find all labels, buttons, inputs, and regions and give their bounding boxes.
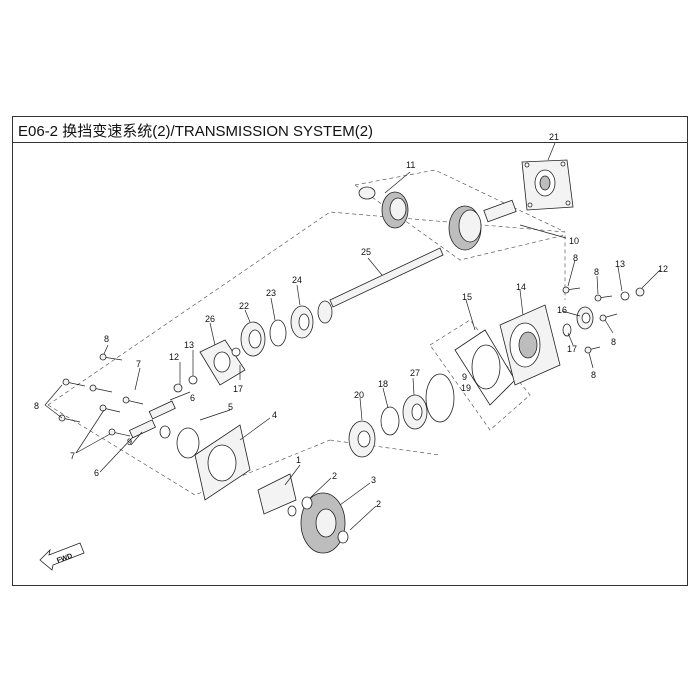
callout-13b: 13 [184, 340, 194, 350]
callout-8a: 8 [104, 334, 109, 344]
callout-9b: 9 [462, 372, 467, 382]
callout-2a: 2 [332, 471, 337, 481]
callout-11: 11 [406, 160, 415, 170]
callout-6b: 6 [94, 468, 99, 478]
callout-24: 24 [292, 275, 302, 285]
callout-8f: 8 [591, 370, 596, 380]
callout-6a: 6 [190, 393, 195, 403]
callout-7a: 7 [136, 359, 141, 369]
parts-right-fasteners [562, 286, 645, 354]
callout-12a: 12 [658, 264, 668, 274]
callout-16: 16 [557, 305, 567, 315]
callout-14: 14 [516, 282, 526, 292]
part-3-gear [300, 492, 349, 554]
callout-27: 27 [410, 368, 420, 378]
bearings-upper [240, 305, 314, 357]
callout-22: 22 [239, 301, 249, 311]
part-4-housing [176, 424, 251, 501]
callout-23: 23 [266, 288, 276, 298]
callout-15: 15 [462, 292, 472, 302]
callout-8d: 8 [594, 267, 599, 277]
callout-25: 25 [361, 247, 371, 257]
bearings-lower [348, 373, 455, 458]
callout-8e: 8 [611, 337, 616, 347]
callout-13a: 13 [615, 259, 625, 269]
callout-8c: 8 [573, 253, 578, 263]
part-21-flange [521, 159, 574, 211]
callout-1: 1 [296, 455, 301, 465]
callout-17b: 17 [233, 384, 243, 394]
part-1-shaft [257, 473, 297, 517]
callout-10: 10 [569, 236, 579, 246]
callout-5: 5 [228, 402, 233, 412]
callout-12b: 12 [169, 352, 179, 362]
diagram-frame [12, 116, 688, 586]
part-10-bevel-gear [448, 199, 517, 251]
title-bar: E06-2 换挡变速系统(2)/TRANSMISSION SYSTEM(2) [12, 116, 688, 143]
callout-9a: 9 [127, 437, 132, 447]
page-title: E06-2 换挡变速系统(2)/TRANSMISSION SYSTEM(2) [18, 123, 374, 140]
leader-lines [44, 142, 661, 531]
part-11-gear [358, 186, 409, 229]
callout-8b: 8 [34, 401, 39, 411]
callout-18: 18 [378, 379, 388, 389]
callout-17a: 17 [567, 344, 577, 354]
callout-3: 3 [371, 475, 376, 485]
callout-2b: 2 [376, 499, 381, 509]
part-25-shaft [317, 247, 444, 324]
fwd-arrow-icon: FWD [39, 542, 85, 571]
plates-6 [128, 400, 176, 439]
callout-4: 4 [272, 410, 277, 420]
callout-7b: 7 [70, 451, 75, 461]
bolts-left [58, 353, 198, 437]
part-15-gasket [454, 329, 516, 406]
callout-numbers: 1 2 2 3 4 5 6 6 7 7 8 8 8 8 8 8 9 9 10 1… [34, 132, 668, 509]
callout-20: 20 [354, 390, 364, 400]
callout-21: 21 [549, 132, 559, 142]
callout-19: 19 [461, 383, 471, 393]
part-14-housing [499, 304, 561, 386]
part-26-hub [199, 339, 246, 386]
callout-26: 26 [205, 314, 215, 324]
